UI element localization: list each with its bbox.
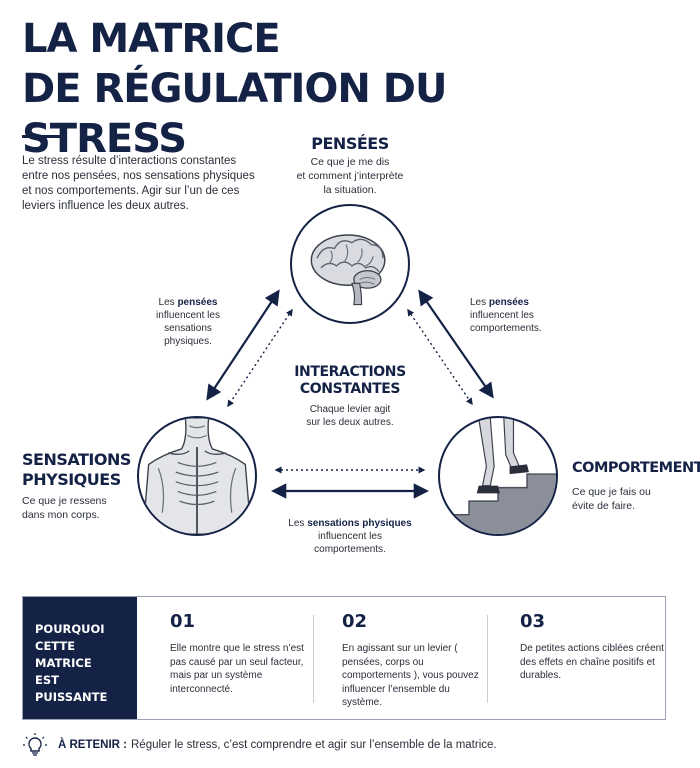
node-title-comportements: COMPORTEMENTS: [572, 460, 700, 476]
desc-line: Ce que je fais ou: [572, 486, 651, 498]
node-desc-comportements: Ce que je fais ou évite de faire.: [572, 485, 682, 513]
desc-line: Ce que je ressens: [22, 495, 107, 507]
center-desc: Chaque levier agit sur les deux autres.: [290, 403, 410, 429]
sensations-circle: [137, 416, 257, 536]
arrow-left-dotted: [227, 308, 293, 408]
comportements-circle: [438, 416, 558, 536]
item-text: Elle montre que le stress n’est pas caus…: [170, 643, 304, 695]
label-line: influencent les: [156, 310, 220, 321]
item-text: De petites actions ciblées créent des ef…: [520, 643, 664, 681]
label-pre: Les: [288, 518, 308, 529]
desc-line: la situation.: [323, 184, 377, 196]
why-panel: POURQUOI CETTE MATRICE EST PUISSANTE 01 …: [22, 596, 666, 724]
panel-heading: POURQUOI CETTE MATRICE EST PUISSANTE: [23, 597, 137, 724]
column-divider: [487, 615, 488, 703]
title-line: SENSATIONS: [22, 450, 131, 469]
item-number: 03: [520, 611, 546, 632]
edge-label-right: Les pensées influencent les comportement…: [470, 296, 560, 335]
label-bold: pensées: [177, 297, 218, 308]
column-divider: [313, 615, 314, 703]
stairs-legs-icon: [440, 418, 556, 534]
title-line-1: LA MATRICE: [22, 16, 281, 62]
label-line: Les pensées: [470, 296, 560, 309]
heading-line: EST PUISSANTE: [35, 673, 108, 704]
page-title: LA MATRICE DE RÉGULATION DU STRESS: [22, 14, 582, 164]
title-line: INTERACTIONS: [294, 364, 406, 380]
label-line: physiques.: [164, 336, 212, 347]
item-number: 02: [342, 611, 368, 632]
item-text: En agissant sur un levier ( pensées, cor…: [342, 643, 479, 708]
item-number: 01: [170, 611, 196, 632]
desc-line: et comment j’interprète: [296, 170, 404, 182]
title-line: PHYSIQUES: [22, 470, 121, 489]
retain-note: À RETENIR : Réguler le stress, c’est com…: [22, 732, 682, 758]
label-bold: pensées: [488, 297, 529, 308]
intro-text: Le stress résulte d’interactions constan…: [22, 155, 255, 212]
node-title-pensees: PENSÉES: [311, 134, 389, 153]
label-line: influencent les: [318, 531, 382, 542]
edge-label-left: Les pensées influencent les sensations p…: [148, 296, 228, 348]
heading-rule: [35, 722, 61, 724]
label-line: sensations: [164, 323, 212, 334]
body-icon: [142, 418, 252, 534]
desc-line: Chaque levier agit: [309, 404, 391, 415]
panel-item-03: 03 De petites actions ciblées créent des…: [520, 611, 670, 683]
panel-item-02: 02 En agissant sur un levier ( pensées, …: [342, 611, 492, 710]
label-line: comportements.: [470, 323, 542, 334]
center-title: INTERACTIONS CONSTANTES: [280, 364, 420, 398]
label-line: influencent les: [470, 310, 534, 321]
label-line: comportements.: [314, 544, 386, 555]
arrow-right-dotted: [407, 308, 473, 406]
label-line: Les pensées: [148, 296, 228, 309]
title-divider: [22, 135, 66, 138]
label-bold: sensations physiques: [307, 518, 412, 529]
pensees-circle: [290, 204, 410, 324]
label-pre: Les: [470, 297, 489, 308]
lightbulb-icon: [23, 733, 47, 756]
node-desc-pensees: Ce que je me dis et comment j’interprète…: [278, 155, 422, 197]
edge-label-bottom: Les sensations physiques influencent les…: [272, 517, 428, 556]
panel-item-01: 01 Elle montre que le stress n’est pas c…: [170, 611, 320, 696]
heading-line: POURQUOI: [35, 622, 105, 636]
node-title-sensations: SENSATIONS PHYSIQUES: [22, 450, 152, 490]
desc-line: sur les deux autres.: [306, 417, 394, 428]
title-line: CONSTANTES: [299, 381, 401, 397]
retain-label: À RETENIR :: [58, 739, 127, 751]
label-pre: Les: [158, 297, 178, 308]
desc-line: dans mon corps.: [22, 509, 100, 521]
label-line: Les sensations physiques: [272, 517, 428, 530]
desc-line: évite de faire.: [572, 500, 636, 512]
heading-line: CETTE MATRICE: [35, 639, 92, 670]
desc-line: Ce que je me dis: [310, 156, 390, 168]
brain-icon: [310, 234, 386, 306]
title-line-2: DE RÉGULATION DU STRESS: [22, 66, 448, 162]
retain-text: Réguler le stress, c’est comprendre et a…: [131, 739, 497, 751]
node-desc-sensations: Ce que je ressens dans mon corps.: [22, 494, 132, 522]
